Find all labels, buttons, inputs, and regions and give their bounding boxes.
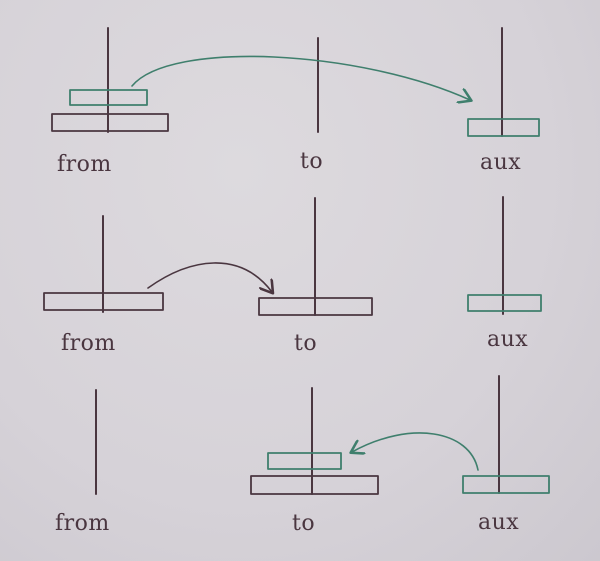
label-aux: aux [478,510,519,535]
label-from: from [57,152,112,177]
curved-arrow-icon [352,432,479,471]
small-disk-outline [467,294,542,312]
curved-arrow-icon [147,262,272,292]
label-from: from [55,511,110,536]
label-aux: aux [480,150,521,175]
small-disk-outline [267,452,342,470]
row-1: from to aux [51,27,540,177]
label-to: to [300,149,323,174]
large-disk-outline [258,297,373,316]
large-disk [51,113,169,132]
curved-arrow-icon [131,55,470,100]
small-disk-hatched [69,89,148,106]
row-2: from to aux [43,196,542,356]
label-to: to [294,331,317,356]
small-disk-outline [467,118,540,137]
large-disk-hatched [43,292,164,311]
label-aux: aux [487,327,528,352]
label-from: from [61,331,116,356]
large-disk [250,475,379,495]
row-3: from to aux [55,375,550,536]
small-disk-hatched [462,475,550,494]
label-to: to [292,511,315,536]
